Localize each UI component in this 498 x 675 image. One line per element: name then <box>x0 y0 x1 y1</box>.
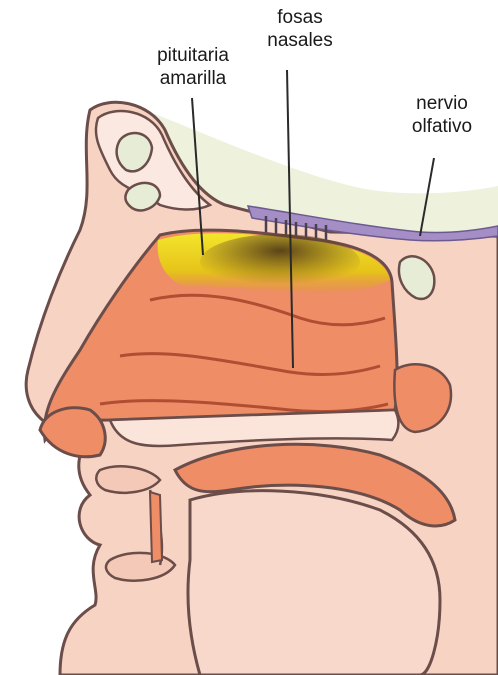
label-nervio-olfativo: nervio olfativo <box>388 92 496 138</box>
label-pituitaria-line1: pituitaria <box>128 44 258 67</box>
label-nervio-line2: olfativo <box>388 115 496 138</box>
olfactory-dark-area <box>200 234 360 290</box>
label-fosas-line2: nasales <box>240 29 360 52</box>
teeth <box>150 492 162 562</box>
label-fosas-line1: fosas <box>240 6 360 29</box>
label-pituitaria-amarilla: pituitaria amarilla <box>128 44 258 90</box>
label-nervio-line1: nervio <box>388 92 496 115</box>
label-fosas-nasales: fosas nasales <box>240 6 360 52</box>
nostril <box>40 408 105 457</box>
label-pituitaria-line2: amarilla <box>128 67 258 90</box>
